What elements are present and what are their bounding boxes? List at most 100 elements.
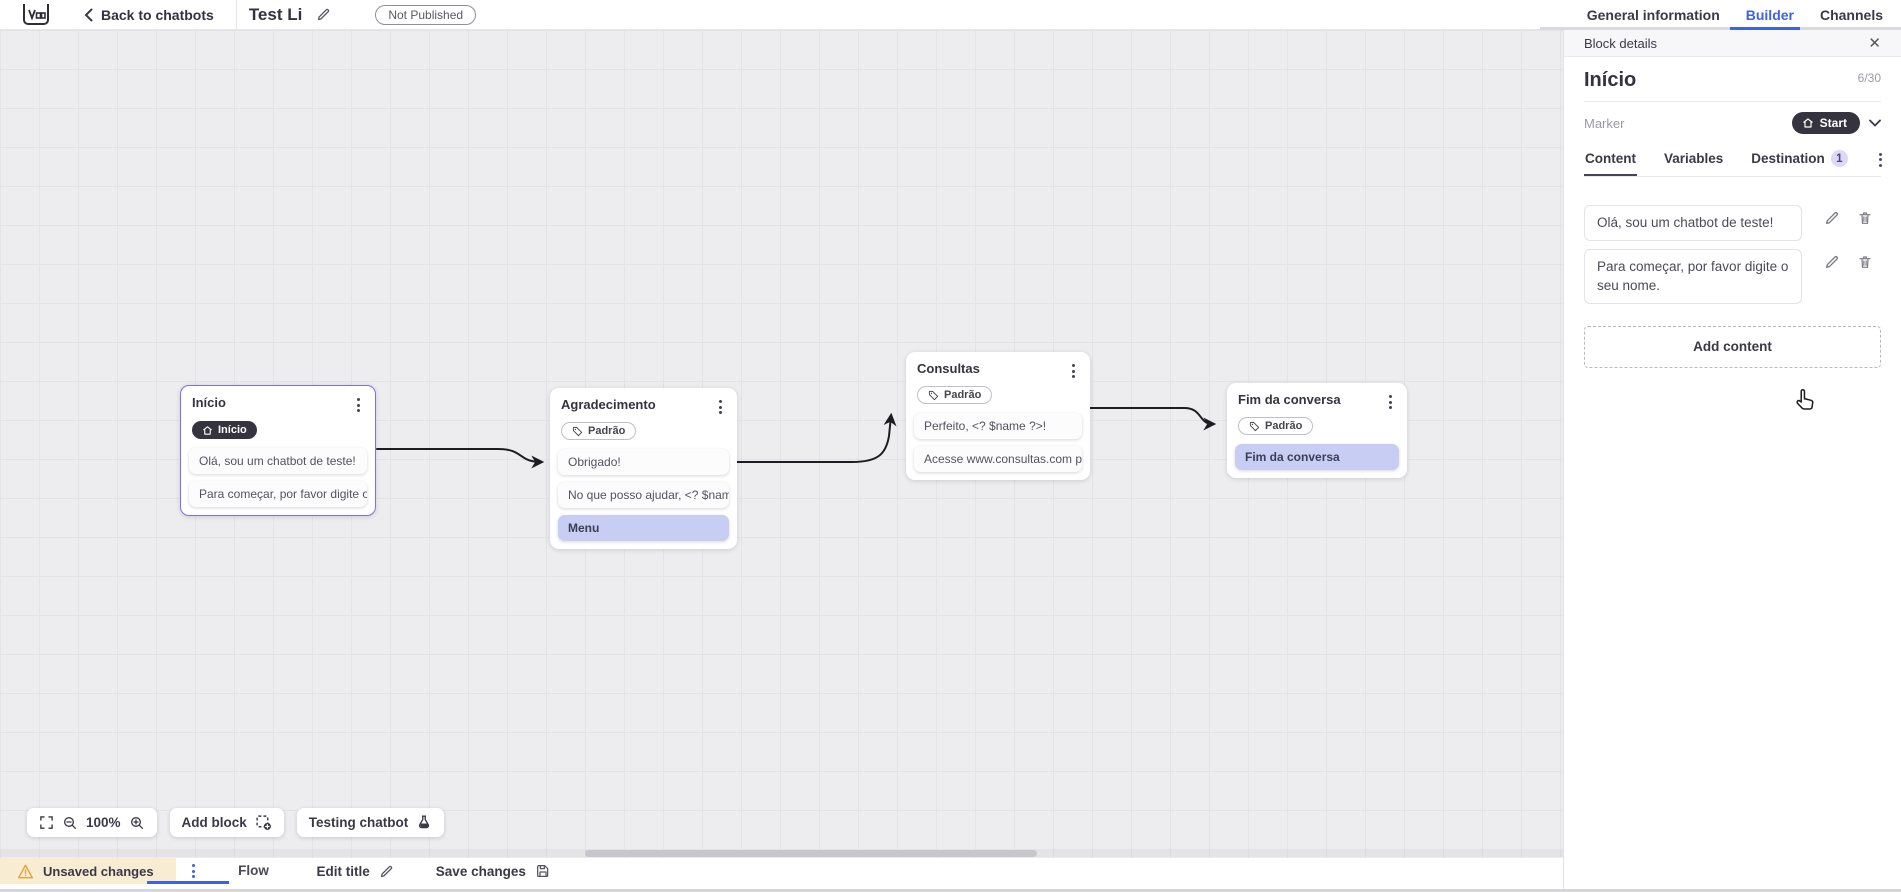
flow-tab-underline (147, 881, 229, 884)
tab-general-information[interactable]: General information (1586, 7, 1720, 23)
unsaved-changes-label: Unsaved changes (43, 863, 154, 879)
zoom-out-icon[interactable] (62, 815, 78, 831)
tag-icon (1249, 421, 1260, 431)
block-title: Fim da conversa (1238, 392, 1341, 407)
home-icon (1802, 118, 1813, 128)
delete-icon[interactable] (1857, 254, 1873, 270)
block-agradecimento[interactable]: Agradecimento Padrão Obrigado! No que po… (550, 388, 737, 549)
tab-builder[interactable]: Builder (1745, 7, 1794, 23)
flow-canvas[interactable]: Início Início Olá, sou um chatbot de tes… (0, 30, 1563, 858)
content-item: Olá, sou um chatbot de teste! (1584, 205, 1881, 241)
builder-nav-tabs: General information Builder Channels (1587, 0, 1883, 30)
save-icon (536, 865, 549, 877)
edit-icon[interactable] (1824, 254, 1840, 270)
block-menu-icon[interactable] (715, 397, 726, 417)
save-changes-button[interactable]: Save changes (436, 863, 551, 879)
message-card[interactable]: Para começar, por favor digite o ... (189, 480, 367, 507)
tab-channels[interactable]: Channels (1819, 7, 1883, 23)
home-icon (203, 425, 212, 435)
add-content-button[interactable]: Add content (1584, 325, 1881, 368)
marker-select[interactable]: Start (1791, 112, 1881, 134)
block-title: Consultas (917, 361, 980, 376)
page-bottom-strip (0, 889, 1901, 892)
tag-icon (572, 426, 583, 436)
chevron-left-icon (84, 8, 93, 21)
content-item: Para começar, por favor digite o seu nom… (1584, 248, 1881, 304)
edit-title-icon[interactable] (316, 7, 331, 22)
tabs-underline (1540, 27, 1901, 30)
block-details-panel: Block details ✕ Início 6/30 Marker Start (1563, 30, 1901, 889)
marker-pill: Padrão (1238, 417, 1314, 435)
tag-icon (928, 390, 939, 400)
edge-inicio-agradecimento (376, 448, 545, 469)
block-consultas[interactable]: Consultas Padrão Perfeito, <? $name ?>! … (906, 352, 1090, 480)
chatbot-title: Test Li (248, 4, 303, 24)
edit-title-button[interactable]: Edit title (317, 864, 394, 879)
block-fim-da-conversa[interactable]: Fim da conversa Padrão Fim da conversa (1227, 383, 1407, 478)
message-card[interactable]: Olá, sou um chatbot de teste! (189, 447, 367, 474)
back-to-chatbots-button[interactable]: Back to chatbots (84, 7, 214, 23)
delete-icon[interactable] (1857, 210, 1873, 226)
status-badge: Not Published (375, 4, 477, 25)
block-name: Início (1584, 69, 1637, 91)
bottombar-menu-icon[interactable] (188, 861, 199, 881)
panel-header: Block details ✕ (1564, 30, 1901, 57)
panel-title: Block details (1584, 35, 1657, 51)
content-text-box[interactable]: Olá, sou um chatbot de teste! (1584, 205, 1802, 241)
pencil-icon (380, 865, 392, 877)
active-tab-underline (1730, 27, 1800, 30)
topbar-divider (235, 0, 237, 30)
add-block-label: Add block (181, 815, 247, 830)
marker-pill: Padrão (561, 422, 637, 440)
zoom-controls: 100% (27, 808, 157, 837)
marker-label: Marker (1584, 115, 1625, 131)
start-marker-badge: Início (192, 421, 257, 439)
block-menu-icon[interactable] (353, 395, 364, 415)
zoom-level: 100% (86, 815, 121, 830)
chevron-down-icon (1869, 119, 1881, 127)
horizontal-scrollbar-thumb[interactable] (585, 850, 1037, 857)
marker-pill: Padrão (917, 386, 993, 404)
save-changes-label: Save changes (435, 863, 526, 879)
mouse-cursor-icon (1796, 388, 1814, 410)
divider (1584, 101, 1881, 102)
message-card[interactable]: Obrigado! (558, 448, 729, 475)
char-counter: 6/30 (1857, 71, 1881, 85)
destination-count-badge: 1 (1830, 150, 1848, 167)
message-card[interactable]: No que posso ajudar, <? $name ... (558, 481, 729, 508)
unsaved-changes-indicator: Unsaved changes (0, 858, 176, 884)
horizontal-scrollbar (0, 850, 1563, 857)
content-list: Olá, sou um chatbot de teste! Para começ… (1584, 205, 1881, 304)
topbar: Back to chatbots Test Li Not Published G… (0, 0, 1901, 30)
block-title: Agradecimento (561, 397, 656, 412)
edit-icon[interactable] (1824, 210, 1840, 226)
tab-content[interactable]: Content (1584, 151, 1637, 176)
add-block-button[interactable]: Add block (169, 808, 284, 837)
block-inicio[interactable]: Início Início Olá, sou um chatbot de tes… (180, 385, 376, 516)
close-icon[interactable]: ✕ (1868, 34, 1881, 52)
fullscreen-icon[interactable] (39, 815, 54, 830)
tab-destination[interactable]: Destination 1 (1750, 150, 1849, 176)
testing-chatbot-button[interactable]: Testing chatbot (296, 808, 445, 837)
end-action-card[interactable]: Fim da conversa (1235, 443, 1399, 470)
panel-tabs: Content Variables Destination 1 (1584, 150, 1882, 177)
edge-consultas-fim (1089, 407, 1217, 431)
menu-action-card[interactable]: Menu (558, 514, 729, 541)
start-badge: Start (1791, 112, 1860, 134)
zoom-in-icon[interactable] (129, 815, 145, 831)
block-menu-icon[interactable] (1068, 361, 1079, 381)
message-card[interactable]: Acesse www.consultas.com par... (914, 445, 1082, 472)
edit-title-label: Edit title (316, 863, 370, 879)
message-card[interactable]: Perfeito, <? $name ?>! (914, 412, 1082, 439)
tab-flow[interactable]: Flow (238, 863, 269, 878)
block-title: Início (192, 395, 226, 410)
tab-variables[interactable]: Variables (1664, 151, 1724, 166)
block-menu-icon[interactable] (1385, 392, 1396, 412)
testing-chatbot-label: Testing chatbot (308, 815, 409, 830)
canvas-toolbar: 100% Add block Testing chatbot (27, 808, 445, 837)
edge-agradecimento-consultas (736, 412, 897, 463)
content-text-box[interactable]: Para começar, por favor digite o seu nom… (1584, 248, 1802, 304)
add-block-icon (256, 815, 271, 830)
app-logo-icon (22, 2, 52, 28)
panel-menu-icon[interactable] (1875, 151, 1886, 176)
